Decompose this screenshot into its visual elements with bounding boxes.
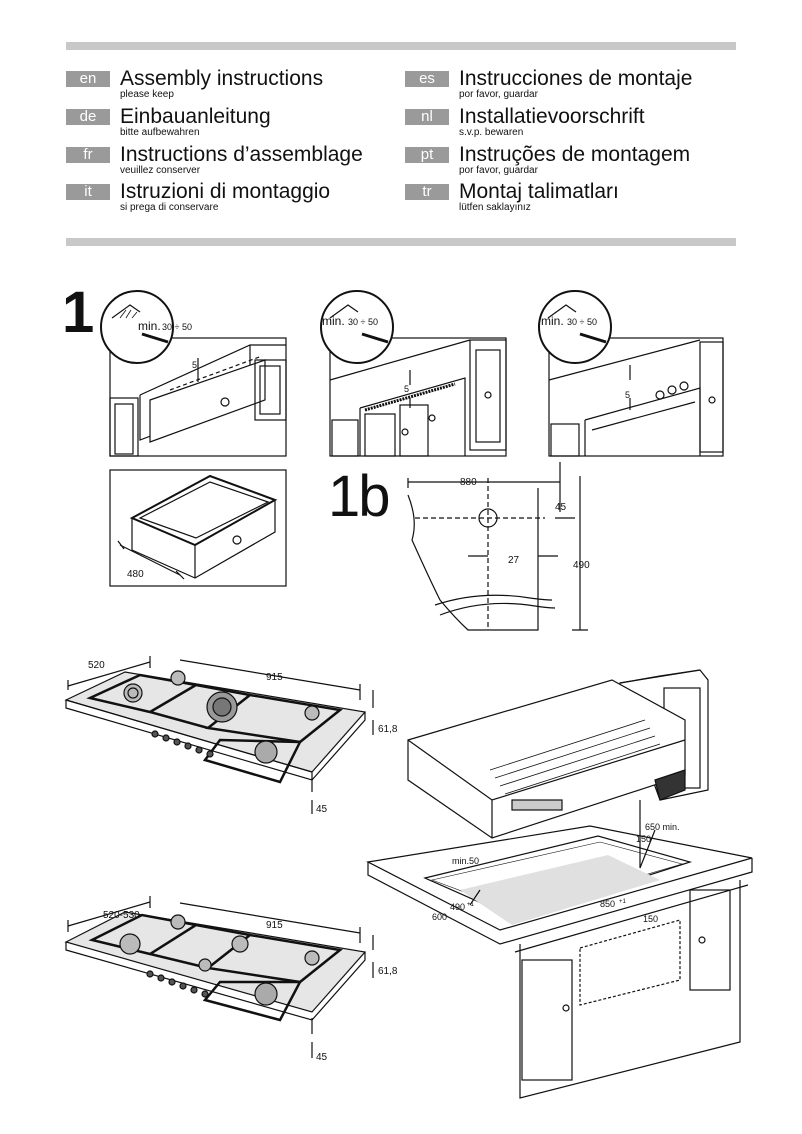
- lang-de: de Einbauanleitung bitte aufbewahren: [66, 106, 271, 138]
- lang-nl: nl Installatievoorschrift s.v.p. bewaren: [405, 106, 645, 138]
- panel-cabinet: [329, 337, 507, 457]
- cutout-diagram: [407, 462, 588, 631]
- zoom-circle-oven: [538, 290, 612, 364]
- drawer-min-label: min.: [138, 319, 161, 333]
- hood-min-height-label: 650 min.: [645, 822, 680, 832]
- lang-badge-pt: pt: [405, 147, 449, 163]
- hood-cut-width-label: 850: [600, 899, 615, 909]
- lang-badge-en: en: [66, 71, 110, 87]
- worktop-cabinet: [366, 800, 753, 1099]
- lang-fr: fr Instructions d’assemblage veuillez co…: [66, 144, 363, 176]
- lang-title-it: Istruzioni di montaggio: [120, 180, 331, 203]
- lang-note-pt: por favor, guardar: [459, 165, 538, 176]
- lang-title-de: Einbauanleitung: [120, 105, 271, 128]
- lang-es: es Instrucciones de montaje por favor, g…: [405, 68, 692, 100]
- lang-title-nl: Installatievoorschrift: [459, 105, 645, 128]
- lang-title-en: Assembly instructions: [120, 67, 324, 90]
- drawer-range-label: 30 ÷ 50: [162, 322, 192, 332]
- bottom-divider: [66, 238, 736, 246]
- lang-tr: tr Montaj talimatları lütfen saklayınız: [405, 181, 619, 213]
- lang-note-de: bitte aufbewahren: [120, 127, 200, 138]
- lang-title-fr: Instructions d’assemblage: [120, 143, 363, 166]
- cutout-height-label: 490: [573, 560, 590, 571]
- lang-note-es: por favor, guardar: [459, 89, 538, 100]
- hob-top: [64, 656, 374, 814]
- lang-it: it Istruzioni di montaggio si prega di c…: [66, 181, 330, 213]
- cutout-side-label: 27: [508, 555, 520, 566]
- cabinet-gap-label: 5: [404, 384, 409, 394]
- range-hood: [407, 669, 709, 839]
- lang-en: en Assembly instructions please keep: [66, 68, 323, 100]
- step-1-label: 1: [62, 280, 94, 345]
- hob2-depth-label: 520-530: [103, 910, 140, 921]
- hob1-below-label: 45: [316, 804, 328, 815]
- lang-badge-tr: tr: [405, 184, 449, 200]
- hood-side-clearance-label: 150: [636, 834, 651, 844]
- cutout-top-label: 45: [555, 502, 567, 513]
- drawer-box: [109, 469, 287, 587]
- panel-drawer: [109, 337, 287, 457]
- lang-note-it: si prega di conservare: [120, 202, 219, 213]
- hob-bottom: [64, 896, 374, 1058]
- lang-title-pt: Instruções de montagem: [459, 143, 691, 166]
- cabinet-range-label: 30 ÷ 50: [348, 317, 378, 327]
- drawer-gap-label: 5: [192, 360, 197, 370]
- hood-cut-depth-label: 490: [450, 902, 465, 912]
- oven-gap-label: 5: [625, 390, 630, 400]
- zoom-circle-cabinet: [320, 290, 394, 364]
- cabinet-min-label: min.: [322, 314, 345, 328]
- lang-badge-fr: fr: [66, 147, 110, 163]
- hob1-height-label: 61,8: [378, 724, 398, 735]
- cutout-width-label: 880: [460, 477, 477, 488]
- oven-min-label: min.: [541, 314, 564, 328]
- hood-below-clearance-label: 150: [643, 914, 658, 924]
- lang-title-es: Instrucciones de montaje: [459, 67, 693, 90]
- hood-worktop-label: 600: [432, 912, 447, 922]
- hob1-depth-label: 520: [88, 660, 105, 671]
- lang-note-fr: veuillez conserver: [120, 165, 201, 176]
- top-divider: [66, 42, 736, 50]
- hob2-below-label: 45: [316, 1052, 328, 1063]
- lang-badge-de: de: [66, 109, 110, 125]
- hob2-width-label: 915: [266, 920, 283, 931]
- panel-oven: [548, 337, 724, 457]
- hob1-width-label: 915: [266, 672, 283, 683]
- hob2-height-label: 61,8: [378, 966, 398, 977]
- lang-badge-nl: nl: [405, 109, 449, 125]
- lang-note-en: please keep: [120, 89, 174, 100]
- lang-note-nl: s.v.p. bewaren: [459, 127, 524, 138]
- hood-cut-depth-tol-label: +1: [467, 902, 475, 908]
- lang-pt: pt Instruções de montagem por favor, gua…: [405, 144, 690, 176]
- lang-badge-es: es: [405, 71, 449, 87]
- hood-min-back-label: min.50: [452, 856, 479, 866]
- lang-badge-it: it: [66, 184, 110, 200]
- lang-note-tr: lütfen saklayınız: [459, 202, 531, 213]
- oven-range-label: 30 ÷ 50: [567, 317, 597, 327]
- lang-title-tr: Montaj talimatları: [459, 180, 619, 203]
- hood-cut-width-tol-label: +1: [619, 899, 627, 905]
- step-1b-label: 1b: [328, 464, 390, 529]
- drawer-depth-label: 480: [127, 569, 144, 580]
- zoom-circle-drawer: [100, 290, 174, 364]
